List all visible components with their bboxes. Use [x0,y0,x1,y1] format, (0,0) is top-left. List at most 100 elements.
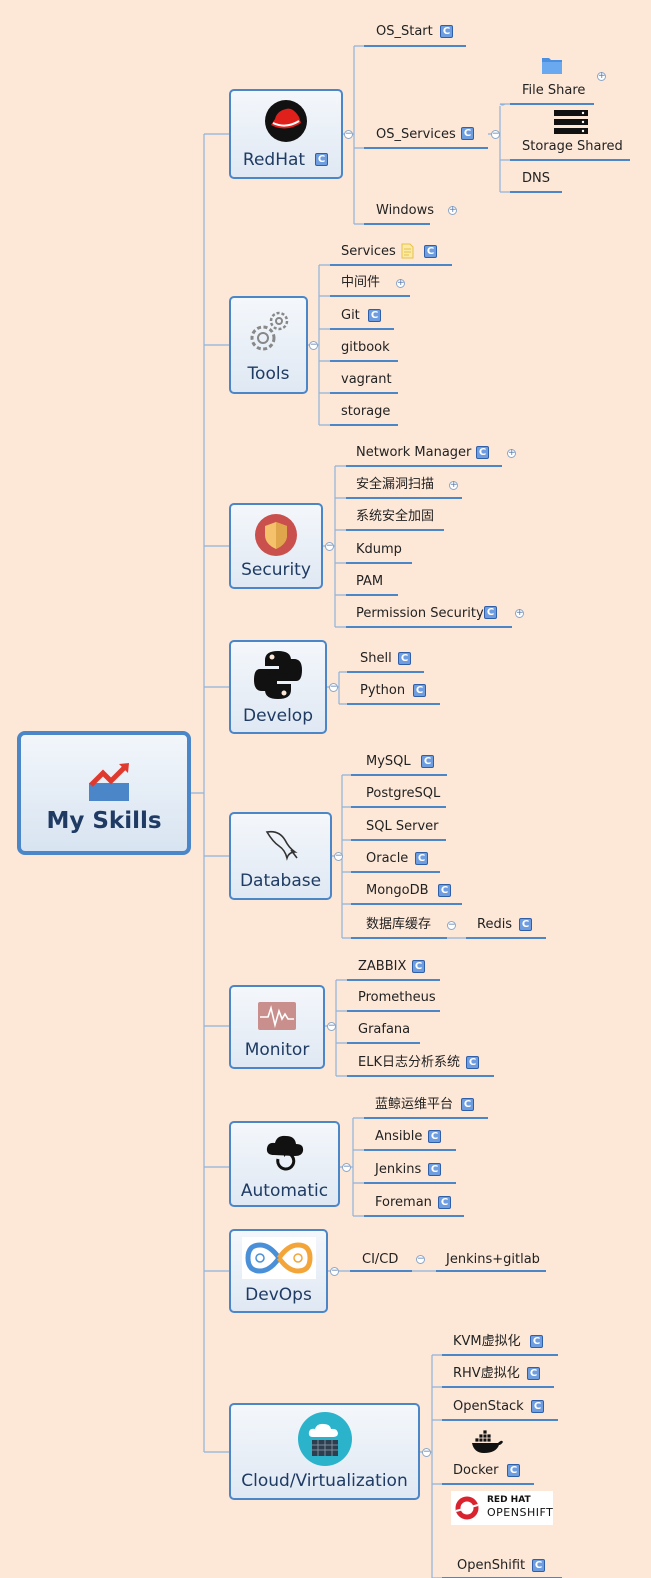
collapse-toggle[interactable]: − [416,1254,425,1264]
expand-toggle[interactable]: + [449,480,458,490]
document-icon [401,243,414,259]
node-db-cache[interactable]: 数据库缓存 [366,917,432,932]
note-badge[interactable]: C [461,127,474,140]
collapse-toggle[interactable]: − [329,682,338,692]
collapse-toggle[interactable]: − [325,541,334,551]
mysql-dolphin-icon [265,830,298,861]
note-badge[interactable]: C [438,884,451,897]
expand-toggle[interactable]: + [396,278,405,288]
shield-icon [255,514,297,556]
category-automatic[interactable]: Automatic [229,1121,340,1207]
collapse-toggle[interactable]: − [344,129,353,139]
category-develop[interactable]: Develop [229,640,327,734]
heartbeat-monitor-icon [258,1002,296,1030]
collapse-toggle[interactable]: − [447,920,456,930]
category-cloud[interactable]: Cloud/Virtualization [229,1403,420,1500]
node-middleware[interactable]: 中间件 [341,275,381,290]
note-badge[interactable]: C [398,652,411,665]
collapse-toggle[interactable]: − [327,1021,336,1031]
expand-toggle[interactable]: + [448,205,457,215]
note-badge[interactable]: C [530,1335,543,1348]
node-jenkins-gitlab[interactable]: Jenkins+gitlab [446,1252,540,1267]
category-tools[interactable]: Tools [229,296,308,394]
node-pam[interactable]: PAM [356,574,384,589]
note-badge[interactable]: C [438,1196,451,1209]
category-devops[interactable]: DevOps [229,1229,328,1313]
node-hardening[interactable]: 系统安全加固 [356,509,435,524]
node-gitbook[interactable]: gitbook [341,340,390,355]
node-redis[interactable]: Redis [477,917,513,932]
note-badge[interactable]: C [519,918,532,931]
category-redhat[interactable]: RedHat C [229,89,343,179]
root-node[interactable]: My Skills [17,731,191,855]
node-rhv[interactable]: RHV虚拟化 [453,1366,520,1381]
node-sql-server[interactable]: SQL Server [366,819,439,834]
collapse-toggle[interactable]: − [309,340,318,350]
node-vuln-scan[interactable]: 安全漏洞扫描 [356,477,435,492]
expand-toggle[interactable]: + [515,608,524,618]
node-storage[interactable]: storage [341,404,391,419]
collapse-toggle[interactable]: − [330,1266,339,1276]
node-bluewhale[interactable]: 蓝鲸运维平台 [375,1097,454,1112]
node-elk[interactable]: ELK日志分析系统 [358,1055,460,1070]
node-shell[interactable]: Shell [360,651,392,666]
note-badge[interactable]: C [368,309,381,322]
note-badge[interactable]: C [461,1098,474,1111]
node-permission-security[interactable]: Permission Security [356,606,484,621]
node-os-start[interactable]: OS_Start [376,24,433,39]
note-badge[interactable]: C [507,1464,520,1477]
note-badge[interactable]: C [415,852,428,865]
note-badge[interactable]: C [527,1367,540,1380]
node-network-manager[interactable]: Network Manager [356,445,472,460]
category-monitor[interactable]: Monitor [229,985,325,1069]
note-badge[interactable]: C [532,1559,545,1572]
category-database[interactable]: Database [229,812,332,900]
note-badge[interactable]: C [531,1400,544,1413]
node-postgresql[interactable]: PostgreSQL [366,786,441,801]
devops-infinity-icon [241,1237,316,1279]
node-kdump[interactable]: Kdump [356,542,402,557]
note-badge[interactable]: C [476,446,489,459]
node-oracle[interactable]: Oracle [366,851,409,866]
category-label: DevOps [245,1285,312,1305]
note-badge[interactable]: C [413,684,426,697]
collapse-toggle[interactable]: − [422,1447,431,1457]
node-grafana[interactable]: Grafana [358,1022,411,1037]
node-openstack[interactable]: OpenStack [453,1399,524,1414]
node-vagrant[interactable]: vagrant [341,372,392,387]
note-badge[interactable]: C [315,153,328,166]
node-python[interactable]: Python [360,683,406,698]
node-os-services[interactable]: OS_Services [376,127,456,142]
note-badge[interactable]: C [412,960,425,973]
category-security[interactable]: Security [229,503,323,589]
node-mongodb[interactable]: MongoDB [366,883,429,898]
node-file-share[interactable]: File Share [522,83,586,98]
expand-toggle[interactable]: + [597,71,606,81]
node-jenkins[interactable]: Jenkins [375,1162,422,1177]
node-docker[interactable]: Docker [453,1463,499,1478]
note-badge[interactable]: C [421,755,434,768]
note-badge[interactable]: C [424,245,437,258]
note-badge[interactable]: C [428,1163,441,1176]
collapse-toggle[interactable]: − [342,1162,351,1172]
node-foreman[interactable]: Foreman [375,1195,432,1210]
node-openshift[interactable]: OpenShifit [457,1558,526,1573]
node-storage-shared[interactable]: Storage Shared [522,139,623,154]
note-badge[interactable]: C [484,606,497,619]
collapse-toggle[interactable]: − [334,851,343,861]
node-zabbix[interactable]: ZABBIX [358,959,407,974]
node-ansible[interactable]: Ansible [375,1129,423,1144]
node-prometheus[interactable]: Prometheus [358,990,436,1005]
expand-toggle[interactable]: + [507,448,516,458]
node-kvm[interactable]: KVM虚拟化 [453,1334,521,1349]
collapse-toggle[interactable]: − [491,129,500,139]
note-badge[interactable]: C [466,1056,479,1069]
node-cicd[interactable]: CI/CD [362,1252,399,1267]
note-badge[interactable]: C [440,25,453,38]
node-dns[interactable]: DNS [522,171,550,186]
node-git[interactable]: Git [341,308,360,323]
node-services[interactable]: Services [341,244,396,259]
note-badge[interactable]: C [428,1130,441,1143]
node-windows[interactable]: Windows [376,203,435,218]
node-mysql[interactable]: MySQL [366,754,411,769]
